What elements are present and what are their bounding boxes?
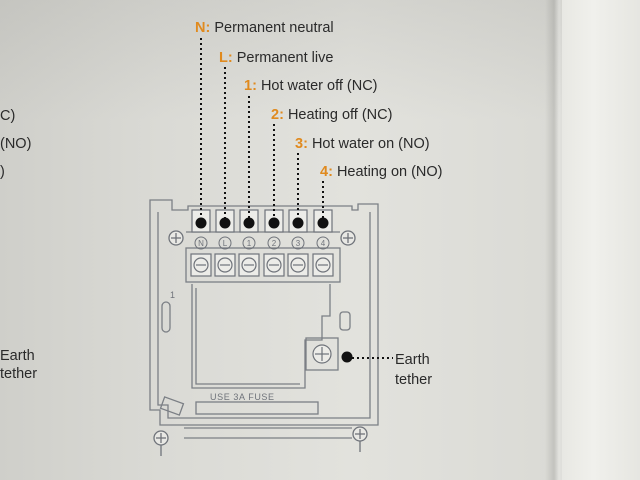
earth-label-line1: Earth <box>395 352 430 368</box>
lower-rail <box>184 427 352 439</box>
earth-label-line2: tether <box>395 372 433 388</box>
fuse-text: USE 3A FUSE <box>210 392 275 402</box>
backplate-inner-edge <box>157 212 371 419</box>
terminal-dot <box>317 217 329 229</box>
left-slot <box>161 301 171 333</box>
terminal-marking-circle <box>242 236 256 250</box>
right-slot <box>339 311 351 331</box>
label-code: 4: <box>320 164 333 180</box>
label-code: L: <box>219 50 233 66</box>
label-text: Heating on (NO) <box>336 164 443 180</box>
label-terminal-3: 3: Hot water on (NO) <box>295 136 430 152</box>
label-code: N: <box>195 20 211 36</box>
terminal-marking-circle <box>291 236 305 250</box>
terminal-marking-circle <box>316 236 330 250</box>
fuse-rail <box>195 401 319 415</box>
terminal-marking: L <box>223 239 228 248</box>
label-code: 2: <box>271 107 284 123</box>
clip <box>159 396 185 416</box>
terminal-marking: 3 <box>296 239 301 248</box>
label-code: 3: <box>295 136 308 152</box>
page-crease <box>545 0 565 480</box>
label-live: L: Permanent live <box>219 50 333 66</box>
label-text: Hot water on (NO) <box>311 136 430 152</box>
terminal-marking: 4 <box>321 239 326 248</box>
label-terminal-4: 4: Heating on (NO) <box>320 164 443 180</box>
left-fragment-earth: Earth <box>0 348 35 364</box>
label-text: Permanent live <box>236 50 334 66</box>
left-fragment-1: C) <box>0 108 16 124</box>
label-neutral: N: Permanent neutral <box>195 20 334 36</box>
corner-mark: 1 <box>170 290 175 300</box>
label-code: 1: <box>244 78 257 94</box>
terminal-marking: N <box>198 239 204 248</box>
terminal-dot <box>195 217 207 229</box>
label-text: Permanent neutral <box>214 20 334 36</box>
left-fragment-2: (NO) <box>0 136 32 152</box>
earth-terminal-housing <box>305 337 339 371</box>
label-terminal-1: 1: Hot water off (NC) <box>244 78 378 94</box>
label-terminal-2: 2: Heating off (NC) <box>271 107 392 123</box>
inner-cavity <box>191 284 331 389</box>
label-text: Hot water off (NC) <box>260 78 378 94</box>
terminal-marking-circle <box>194 236 208 250</box>
left-fragment-tether: tether <box>0 366 38 382</box>
terminal-marking: 1 <box>247 239 252 248</box>
terminal-dot <box>219 217 231 229</box>
terminal-marking-circle <box>267 236 281 250</box>
left-fragment-3: ) <box>0 164 5 180</box>
facing-page <box>562 0 640 480</box>
backplate-outline <box>149 199 379 426</box>
terminal-dot <box>292 217 304 229</box>
terminal-marking-circle <box>218 236 232 250</box>
terminal-dot <box>243 217 255 229</box>
terminal-marking: 2 <box>272 239 277 248</box>
terminal-dot <box>268 217 280 229</box>
inner-cavity-offset <box>195 288 300 385</box>
page-shadow <box>0 0 640 120</box>
label-text: Heating off (NC) <box>287 107 393 123</box>
terminal-block <box>185 247 341 283</box>
earth-dot <box>341 351 353 363</box>
